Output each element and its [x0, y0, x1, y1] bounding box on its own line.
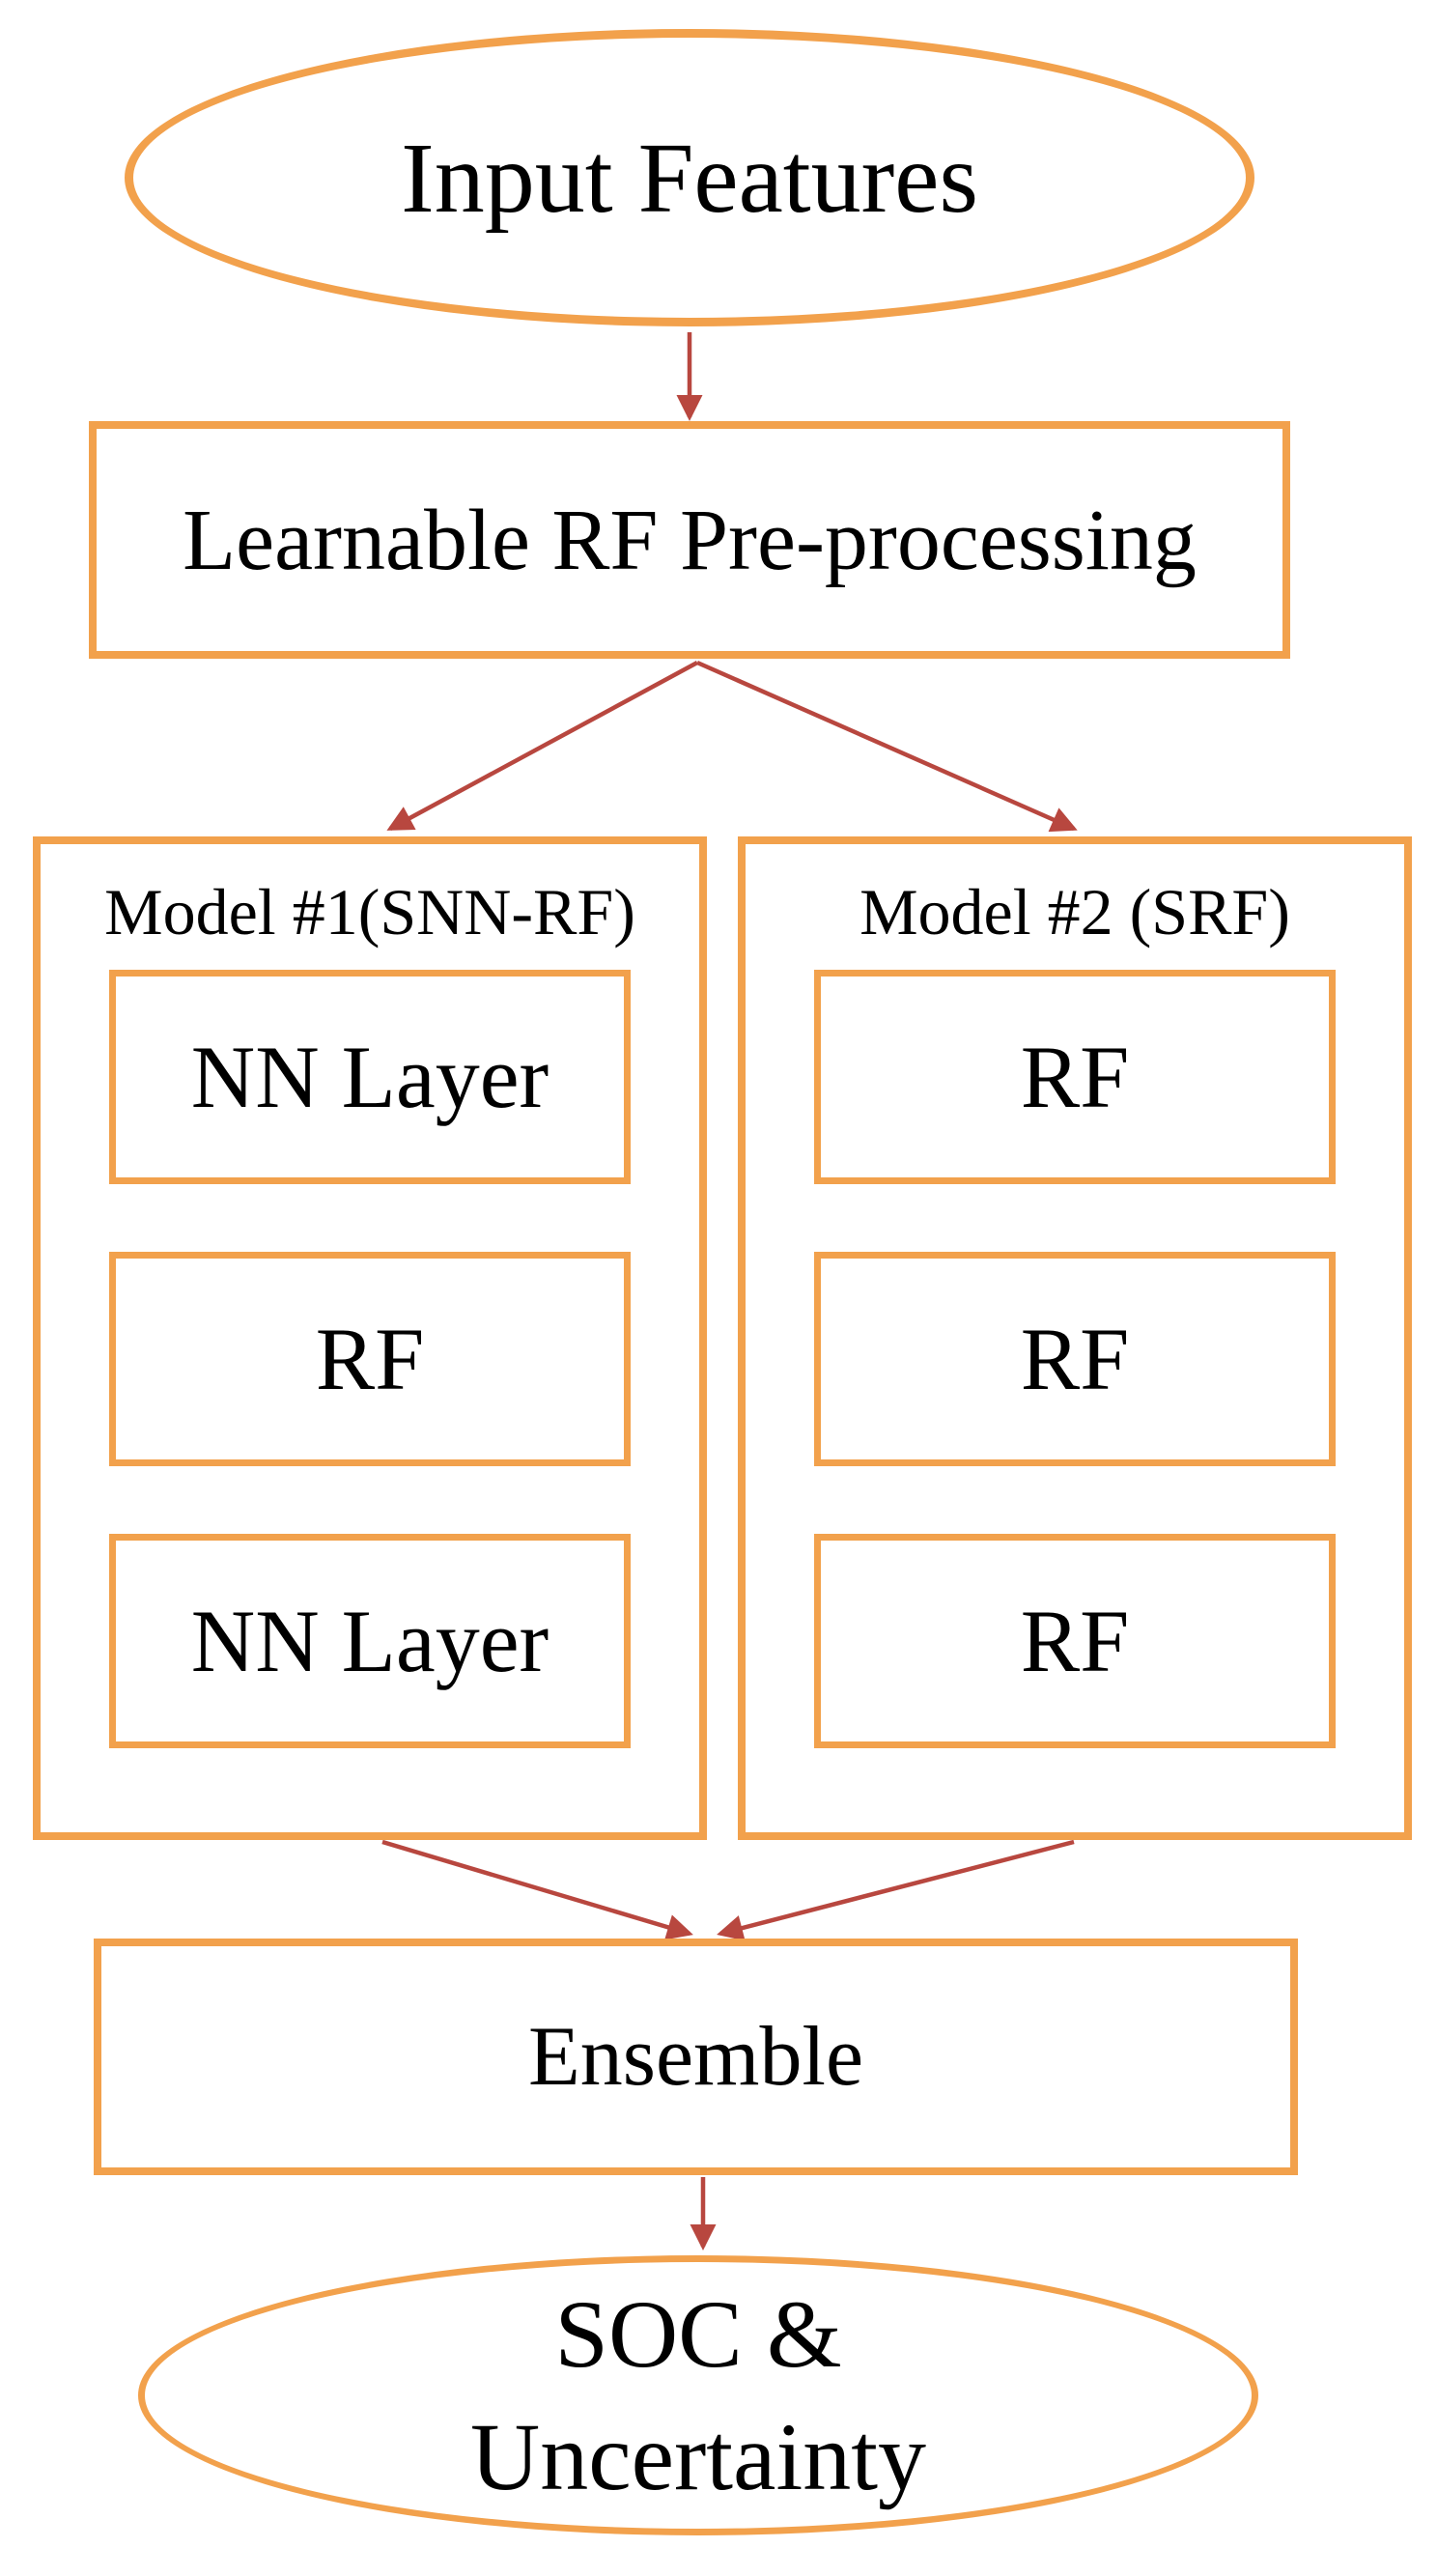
model1-container: Model #1(SNN-RF) NN Layer RF NN Layer — [33, 836, 707, 1840]
model1-layer-rf: RF — [109, 1252, 631, 1467]
preprocessing-node: Learnable RF Pre-processing — [89, 421, 1290, 659]
arrow-model2-to-ensemble — [717, 1839, 1075, 1941]
input-features-node: Input Features — [125, 29, 1254, 326]
layer-label: RF — [315, 1310, 425, 1409]
ensemble-node: Ensemble — [94, 1939, 1298, 2175]
ensemble-label: Ensemble — [527, 2010, 863, 2104]
output-label-line2: Uncertainty — [469, 2403, 927, 2510]
arrow-preprocessing-to-model1 — [386, 661, 699, 831]
layer-label: RF — [1020, 1592, 1130, 1691]
layer-label: NN Layer — [190, 1028, 549, 1127]
output-label-line1: SOC & — [554, 2280, 842, 2388]
model2-layer-rf-1: RF — [814, 970, 1336, 1185]
layer-label: RF — [1020, 1028, 1130, 1127]
model2-layer-rf-3: RF — [814, 1534, 1336, 1749]
preprocessing-label: Learnable RF Pre-processing — [183, 492, 1197, 588]
model1-layer-nn-layer-1: NN Layer — [109, 970, 631, 1185]
layer-label: NN Layer — [190, 1592, 549, 1691]
arrow-model1-to-ensemble — [381, 1839, 693, 1940]
model2-container: Model #2 (SRF) RF RF RF — [738, 836, 1412, 1840]
input-features-label: Input Features — [401, 122, 978, 234]
output-node: SOC & Uncertainty — [138, 2255, 1258, 2535]
model1-title: Model #1(SNN-RF) — [104, 875, 635, 948]
arrow-preprocessing-to-model2 — [696, 660, 1078, 833]
model2-title: Model #2 (SRF) — [859, 875, 1290, 948]
model1-layer-nn-layer-2: NN Layer — [109, 1534, 631, 1749]
model2-layer-rf-2: RF — [814, 1252, 1336, 1467]
layer-label: RF — [1020, 1310, 1130, 1409]
